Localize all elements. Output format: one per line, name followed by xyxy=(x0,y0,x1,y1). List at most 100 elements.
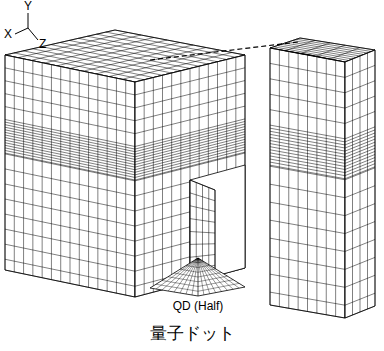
face-outline xyxy=(270,48,345,318)
mesh-line xyxy=(171,73,172,287)
mesh-line xyxy=(198,258,239,288)
mesh-line xyxy=(5,153,135,180)
mesh-line xyxy=(5,148,135,175)
mesh-line xyxy=(51,65,52,280)
mesh-line xyxy=(107,76,108,291)
mesh-line xyxy=(79,70,80,285)
mesh-line xyxy=(125,80,126,295)
mesh-line xyxy=(32,61,33,276)
face-outline xyxy=(5,55,135,297)
mesh-line xyxy=(14,57,15,272)
mesh-line xyxy=(135,144,245,172)
mesh-line xyxy=(270,128,345,142)
mesh-line xyxy=(162,75,163,290)
mesh-line xyxy=(285,51,310,55)
mesh-line xyxy=(156,284,198,291)
mesh-line xyxy=(190,243,215,245)
mesh-line xyxy=(345,127,375,139)
mesh-face xyxy=(5,55,135,297)
mesh-line xyxy=(345,142,375,154)
mesh-line xyxy=(153,78,154,293)
mesh-line xyxy=(5,94,135,121)
mesh-face xyxy=(345,50,375,318)
axis-line xyxy=(28,13,29,28)
mesh-line xyxy=(270,48,271,305)
mesh-line xyxy=(316,57,317,313)
mesh-line xyxy=(5,259,135,286)
mesh-line xyxy=(198,258,199,296)
mesh-line xyxy=(5,270,135,297)
mesh-line xyxy=(360,56,361,312)
mesh-line xyxy=(270,162,345,176)
mesh-line xyxy=(44,38,154,64)
mesh-line xyxy=(5,127,135,154)
mesh-line xyxy=(42,63,43,278)
mesh-line xyxy=(5,107,135,134)
mesh-line xyxy=(135,132,245,160)
mesh-line xyxy=(270,137,345,151)
mesh-line xyxy=(198,258,233,289)
mesh-line xyxy=(326,59,327,315)
mesh-line xyxy=(289,42,364,55)
mesh-line xyxy=(135,119,245,147)
mesh-line xyxy=(270,144,345,158)
mesh-line xyxy=(345,293,375,305)
mesh-line xyxy=(190,232,215,234)
mesh-line xyxy=(135,142,245,170)
mesh-line xyxy=(198,283,239,291)
mesh-line xyxy=(270,166,345,180)
mesh-line xyxy=(345,239,375,251)
mesh-line xyxy=(5,122,135,149)
mesh-line xyxy=(174,258,198,292)
mesh-line xyxy=(83,45,193,71)
mesh-line xyxy=(23,59,24,274)
mesh-line xyxy=(345,148,375,160)
mesh-line xyxy=(345,50,375,62)
mesh-line xyxy=(31,35,141,60)
mesh-line xyxy=(345,96,375,108)
mesh-line xyxy=(135,121,245,149)
mesh-face xyxy=(135,55,245,297)
mesh-line xyxy=(270,256,345,269)
mesh-line xyxy=(5,30,115,55)
axis-line xyxy=(28,28,38,40)
mesh-line xyxy=(270,292,345,305)
mesh-line xyxy=(270,79,345,93)
mesh-line xyxy=(270,131,345,145)
mesh-line xyxy=(57,40,167,66)
mesh-line xyxy=(345,204,375,216)
mesh-line xyxy=(345,158,375,170)
mesh-line xyxy=(5,143,135,170)
mesh-line xyxy=(345,62,346,318)
mesh-line xyxy=(270,202,345,215)
part-label: QD (Half) xyxy=(173,299,224,313)
mesh-line xyxy=(135,81,245,108)
mesh-line xyxy=(345,154,375,166)
mesh-line xyxy=(190,193,215,201)
axis-label: X xyxy=(4,27,12,41)
mesh-line xyxy=(5,199,135,226)
mesh-line xyxy=(279,50,280,307)
mesh-line xyxy=(135,139,245,167)
mesh-line xyxy=(270,238,345,251)
mesh-line xyxy=(345,222,375,234)
mesh-line xyxy=(345,81,375,93)
mesh-line xyxy=(116,78,117,293)
mesh-line xyxy=(345,275,375,287)
mesh-line xyxy=(352,59,353,315)
axis-label: Z xyxy=(39,37,46,51)
mesh-line xyxy=(298,53,299,310)
mesh-line xyxy=(70,69,71,284)
mesh-line xyxy=(5,68,135,95)
mesh-line xyxy=(270,94,345,108)
mesh-line xyxy=(270,184,345,197)
mesh-face xyxy=(270,48,345,318)
mesh-line xyxy=(135,124,245,152)
mesh-line xyxy=(285,40,315,50)
mesh-line xyxy=(162,281,198,287)
face-outline xyxy=(345,50,375,318)
pyramid xyxy=(150,258,245,296)
mesh-line xyxy=(5,244,135,271)
mesh-line xyxy=(144,80,145,295)
